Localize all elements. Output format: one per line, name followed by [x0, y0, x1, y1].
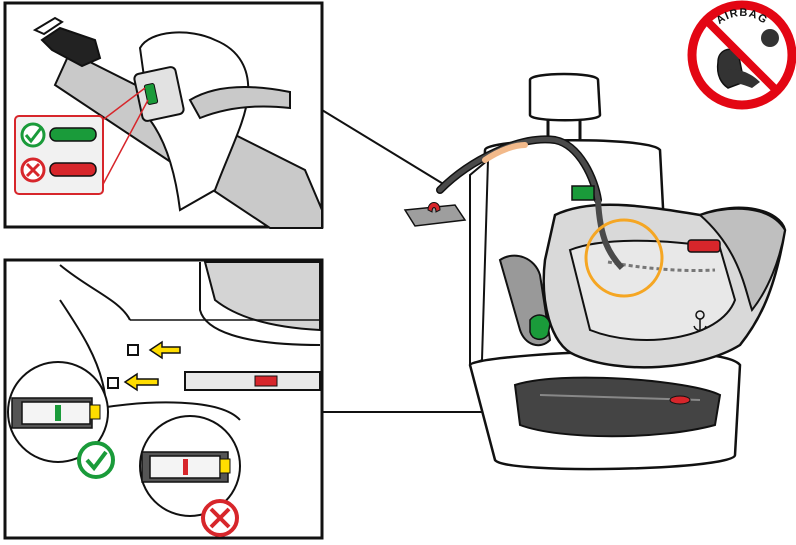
belt-guide-callout-circle — [584, 218, 664, 298]
isofix-indicator-green — [55, 405, 61, 421]
seatbelt-webbing — [437, 136, 601, 203]
tension-indicator-green — [143, 83, 159, 105]
lower-lock-green — [529, 314, 551, 340]
child-seat-base — [513, 376, 722, 438]
tension-legend-box — [14, 115, 104, 195]
indicator-ok-bar — [49, 127, 97, 142]
connector-ok-detail — [7, 361, 115, 479]
child-car-seat — [498, 199, 787, 438]
check-icon — [20, 122, 46, 148]
strap-tail — [188, 85, 291, 120]
indicator-error-bar — [49, 162, 97, 177]
arrow-insert-upper-icon — [148, 340, 181, 360]
callout-line-belt — [321, 109, 446, 186]
isofix-rail — [184, 371, 321, 391]
no-airbag-sign-icon: AIRBAG — [687, 0, 796, 110]
isofix-anchor-lower — [107, 377, 119, 389]
isofix-anchor-upper — [127, 344, 139, 356]
arrow-insert-lower-icon — [123, 372, 159, 392]
car-seat-back — [203, 261, 321, 332]
inset-belt-tension-panel — [3, 1, 324, 229]
check-icon — [77, 441, 115, 479]
belt-tensioner-marker — [571, 185, 595, 201]
red-guide-clip — [687, 239, 721, 253]
belt-buckle-tongue — [40, 26, 102, 68]
belt-anchor — [403, 202, 467, 227]
connector-error-detail — [139, 415, 241, 537]
isofix-indicator-red — [183, 459, 188, 475]
anchor-symbol-icon — [693, 310, 707, 332]
inset-isofix-panel — [3, 258, 324, 540]
belt-tensioner-device — [133, 66, 185, 122]
